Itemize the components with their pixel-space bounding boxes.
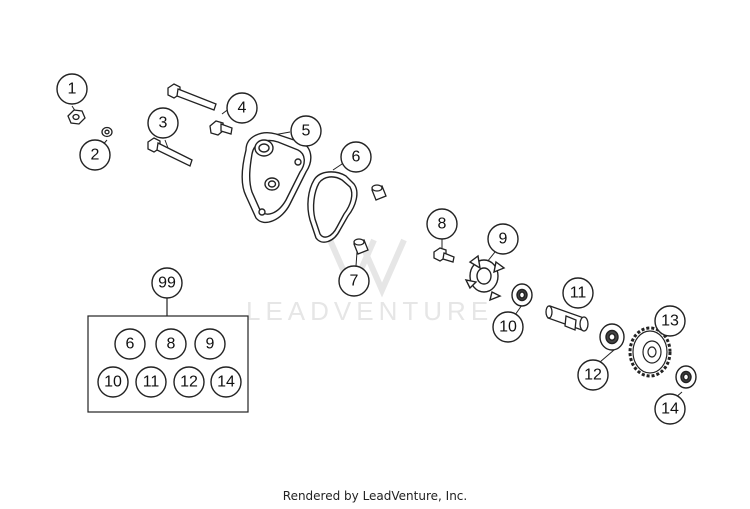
part-14-bearing: [675, 365, 697, 389]
callout-1[interactable]: 1: [56, 73, 88, 105]
kit-item-12[interactable]: 12: [173, 366, 205, 398]
callout-13-label: 13: [661, 313, 679, 330]
kit-item-9-label: 9: [206, 336, 215, 353]
part-4-bolt: [167, 83, 217, 111]
callout-2[interactable]: 2: [79, 139, 111, 171]
watermark-text: LEADVENTURE: [246, 296, 493, 326]
part-3-bolt: [147, 137, 193, 167]
callout-11[interactable]: 11: [562, 277, 594, 309]
callout-10[interactable]: 10: [492, 311, 524, 343]
callout-13[interactable]: 13: [654, 305, 686, 337]
footer-credit: Rendered by LeadVenture, Inc.: [283, 489, 467, 503]
callout-3-label: 3: [159, 115, 168, 132]
callout-7-label: 7: [350, 273, 359, 290]
callout-14-label: 14: [661, 401, 679, 418]
kit-callout-99-label: 99: [158, 275, 176, 292]
callout-6[interactable]: 6: [340, 141, 372, 173]
kit-item-14[interactable]: 14: [210, 366, 242, 398]
callout-5-label: 5: [302, 123, 311, 140]
callout-14[interactable]: 14: [654, 393, 686, 425]
part-7-dowel-sleeve: [353, 184, 387, 255]
part-1-nut: [67, 109, 86, 125]
part-5-pump-cover: [241, 132, 312, 223]
callout-10-label: 10: [499, 319, 517, 336]
part-10-bearing: [511, 283, 533, 307]
kit-item-11[interactable]: 11: [135, 366, 167, 398]
callout-12[interactable]: 12: [577, 359, 609, 391]
callout-9-label: 9: [499, 231, 508, 248]
part-12-bearing: [599, 323, 625, 351]
callout-4[interactable]: 4: [226, 92, 258, 124]
kit-item-9[interactable]: 9: [194, 328, 226, 360]
kit-callout-99[interactable]: 99: [151, 267, 183, 299]
part-4-flange-bolt: [209, 120, 233, 136]
callout-7[interactable]: 7: [338, 265, 370, 297]
kit-item-6[interactable]: 6: [114, 328, 146, 360]
kit-item-10[interactable]: 10: [97, 366, 129, 398]
kit-item-8-label: 8: [167, 336, 176, 353]
callout-2-label: 2: [91, 147, 100, 164]
kit-item-8[interactable]: 8: [155, 328, 187, 360]
part-8-bolt: [433, 247, 455, 263]
callout-12-label: 12: [584, 367, 602, 384]
callout-8-label: 8: [438, 216, 447, 233]
part-6-gasket: [307, 171, 358, 243]
kit-item-14-label: 14: [217, 374, 235, 391]
callout-4-label: 4: [238, 100, 247, 117]
callout-1-label: 1: [68, 81, 77, 98]
kit-item-11-label: 11: [143, 374, 160, 391]
callouts: 1 2 3 4 5 6 7 8 9 10 11 12 13 14: [56, 73, 686, 425]
callout-5[interactable]: 5: [290, 115, 322, 147]
kit-item-6-label: 6: [126, 336, 135, 353]
part-9-impeller: [464, 254, 506, 302]
callout-8[interactable]: 8: [426, 208, 458, 240]
kit-group: 99 6 8 9 10 11 12 14: [87, 267, 249, 413]
part-11-shaft: [545, 305, 589, 332]
callout-11-label: 11: [570, 285, 587, 302]
watermark: LEADVENTURE: [246, 238, 493, 326]
callout-3[interactable]: 3: [147, 107, 179, 139]
kit-item-12-label: 12: [180, 374, 198, 391]
part-13-gear: [628, 326, 672, 378]
kit-item-10-label: 10: [104, 374, 122, 391]
callout-9[interactable]: 9: [487, 223, 519, 255]
callout-6-label: 6: [352, 149, 361, 166]
part-2-washer: [101, 126, 113, 138]
